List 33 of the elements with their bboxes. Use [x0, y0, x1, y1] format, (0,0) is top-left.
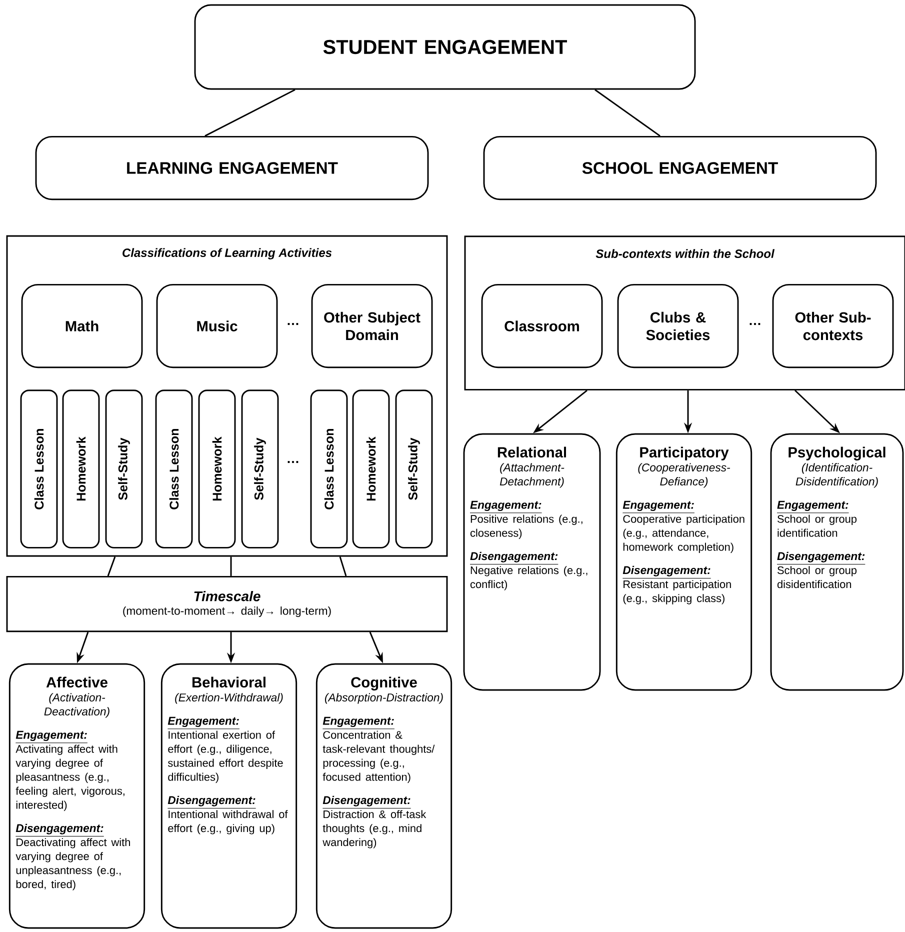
subject-box: Other Sub-contexts	[772, 284, 894, 368]
activity-box: Class Lesson	[155, 390, 193, 548]
title-box: STUDENT ENGAGEMENT	[194, 4, 696, 90]
ellipsis: …	[288, 323, 298, 325]
category-box: SCHOOL ENGAGEMENT	[483, 136, 877, 200]
subject-box: Math	[21, 284, 143, 368]
dimension-card: Psychological (Identification-Disidentification) Engagement: School or group identification Disengagement: School or group disidentification	[770, 433, 904, 691]
activity-box: Class Lesson	[20, 390, 58, 548]
activity-box: Homework	[198, 390, 236, 548]
connector-line	[594, 89, 660, 137]
activity-box: Homework	[352, 390, 390, 548]
connector-line	[230, 556, 232, 576]
subject-box: Clubs & Societies	[617, 284, 739, 368]
activity-box: Self-Study	[241, 390, 279, 548]
ellipsis: …	[750, 323, 760, 325]
activity-box: Self-Study	[105, 390, 143, 548]
dimension-card: Relational (Attachment-Detachment) Engagement: Positive relations (e.g., closeness) Disengagement: Negative relations (e.g., conflict)	[463, 433, 601, 691]
timescale-box: Timescale (moment-to-moment→ daily→ long-term)	[6, 576, 448, 632]
category-box: LEARNING ENGAGEMENT	[35, 136, 429, 200]
connector-line	[107, 556, 116, 576]
connector-line	[339, 556, 347, 576]
ellipsis: …	[288, 461, 298, 463]
dimension-card: Participatory (Cooperativeness-Defiance) Engagement: Cooperative participation (e.g., attendance, homework completion) Disengagement: Resistant participation (e.g., skipping class)	[616, 433, 752, 691]
dimension-card: Cognitive (Absorption-Distraction) Engagement: Concentration & task-relevant thoughts/ processing (e.g., focused attention) Disengagement: Distraction & off-task thoughts (e.g., mind wandering)	[316, 663, 452, 929]
subject-box: Other Subject Domain	[311, 284, 433, 368]
subject-box: Music	[156, 284, 278, 368]
dimension-card: Behavioral (Exertion-Withdrawal) Engagement: Intentional exertion of effort (e.g., diligence, sustained effort despite difficulties) Disengagement: Intentional withdrawal of effort (e.g., giving up)	[160, 663, 298, 929]
connector-line	[204, 89, 296, 137]
activity-box: Homework	[62, 390, 100, 548]
subject-box: Classroom	[481, 284, 603, 368]
activity-box: Class Lesson	[310, 390, 348, 548]
activity-box: Self-Study	[395, 390, 433, 548]
dimension-card: Affective (Activation-Deactivation) Engagement: Activating affect with varying degree of pleasantness (e.g., feeling alert, vigorous, interested) Disengagement: Deactivating affect with varying degree of unpleasantness (e.g., bored, tired)	[8, 663, 146, 929]
